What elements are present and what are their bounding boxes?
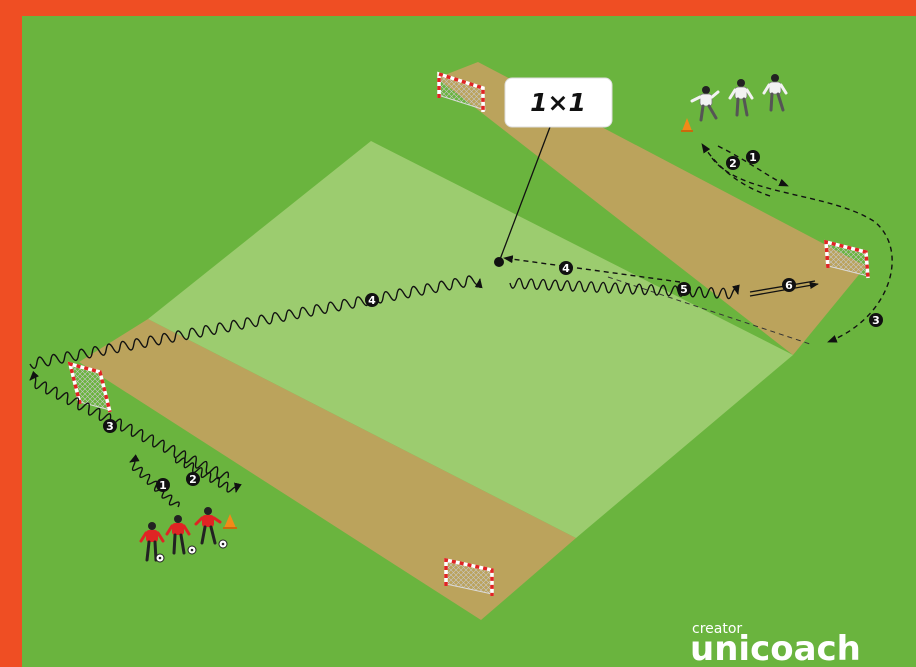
step-number: 4 xyxy=(562,262,570,275)
step-number: 1 xyxy=(159,479,167,492)
step-number: 3 xyxy=(106,420,114,433)
callout-target-dot xyxy=(494,257,504,267)
step-number: 5 xyxy=(680,283,688,296)
ball-icon xyxy=(219,540,227,548)
step-badge: 3 xyxy=(103,419,117,433)
ball-icon xyxy=(156,554,164,562)
step-badge: 1 xyxy=(156,478,170,492)
step-badge: 6 xyxy=(782,278,796,292)
step-badge: 5 xyxy=(677,282,691,296)
step-number: 6 xyxy=(785,279,793,292)
step-badge: 4 xyxy=(365,293,379,307)
step-badge: 4 xyxy=(559,261,573,275)
step-number: 3 xyxy=(872,314,880,327)
logo-line-2: unicoach xyxy=(690,629,861,667)
step-badge: 1 xyxy=(746,150,760,164)
callout-box: 1×1 xyxy=(505,78,612,127)
step-badge: 3 xyxy=(869,313,883,327)
callout-label: 1×1 xyxy=(530,88,586,117)
step-badge: 2 xyxy=(186,472,200,486)
step-number: 4 xyxy=(368,294,376,307)
step-number: 1 xyxy=(749,151,757,164)
step-number: 2 xyxy=(729,157,737,170)
step-number: 2 xyxy=(189,473,197,486)
step-badge: 2 xyxy=(726,156,740,170)
ball-icon xyxy=(188,546,196,554)
